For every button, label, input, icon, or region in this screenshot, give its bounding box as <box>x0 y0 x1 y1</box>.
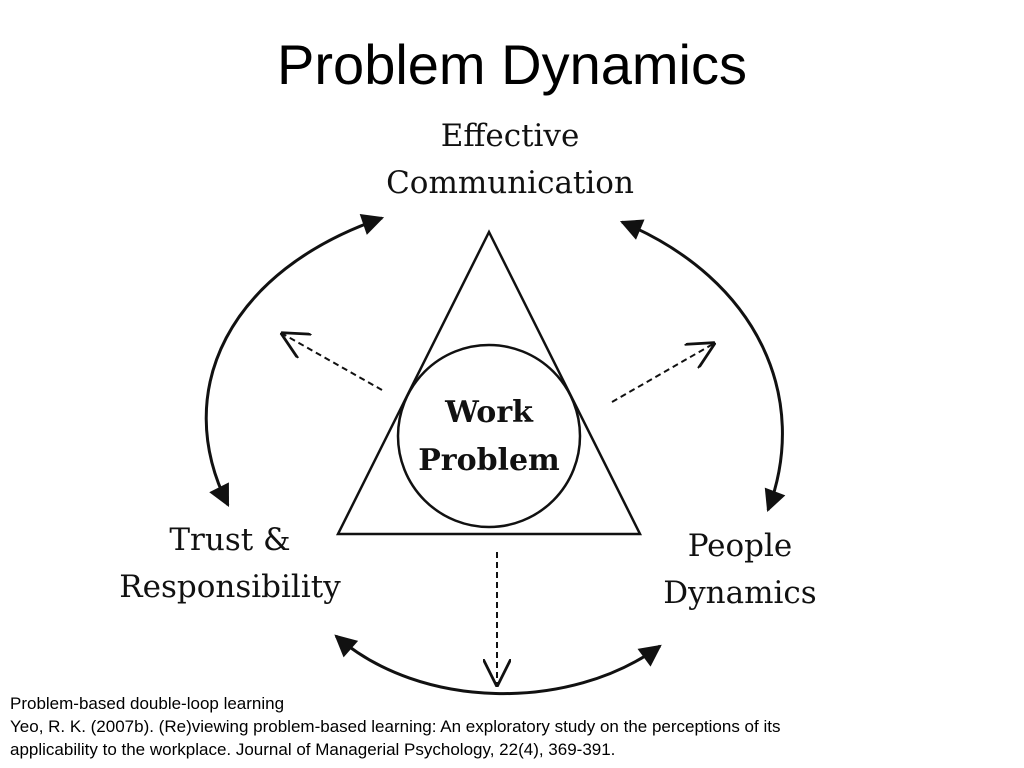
caption-line3: applicability to the workplace. Journal … <box>10 740 616 759</box>
node-left-line1: Trust & <box>169 522 290 558</box>
arc-arrow-left <box>204 214 385 507</box>
slide-title: Problem Dynamics <box>277 33 747 96</box>
node-left-line2: Responsibility <box>119 569 341 605</box>
caption: Problem-based double-loop learning Yeo, … <box>10 692 1010 761</box>
work-problem-circle <box>396 343 582 529</box>
node-right-line1: People <box>688 528 793 564</box>
caption-line2: Yeo, R. K. (2007b). (Re)viewing problem-… <box>10 717 781 736</box>
arc-arrow-right <box>619 219 786 513</box>
center-label-line1: Work <box>444 395 534 430</box>
dashed-arrow-upper-left <box>283 334 383 391</box>
node-top-line1: Effective <box>441 118 580 154</box>
node-top-line2: Communication <box>386 165 634 201</box>
dashed-arrow-upper-right <box>611 344 713 403</box>
caption-line1: Problem-based double-loop learning <box>10 694 285 713</box>
triangle-shape <box>335 229 643 536</box>
node-right-line2: Dynamics <box>663 575 816 611</box>
arc-arrow-bottom <box>334 634 662 695</box>
center-label-line2: Problem <box>418 443 560 478</box>
